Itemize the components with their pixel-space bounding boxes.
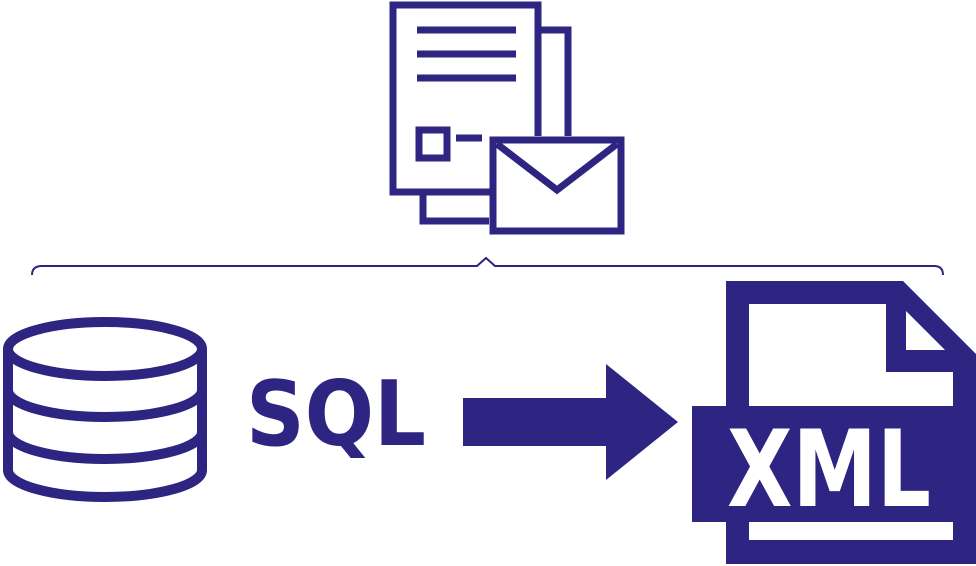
documents-with-envelope-icon bbox=[389, 1, 625, 235]
right-arrow-icon bbox=[463, 364, 678, 480]
database-icon bbox=[2, 317, 207, 502]
xml-file-icon: XML bbox=[692, 281, 976, 564]
xml-label: XML bbox=[727, 408, 931, 531]
grouping-brace bbox=[31, 256, 944, 276]
sql-label: SQL bbox=[246, 362, 426, 467]
